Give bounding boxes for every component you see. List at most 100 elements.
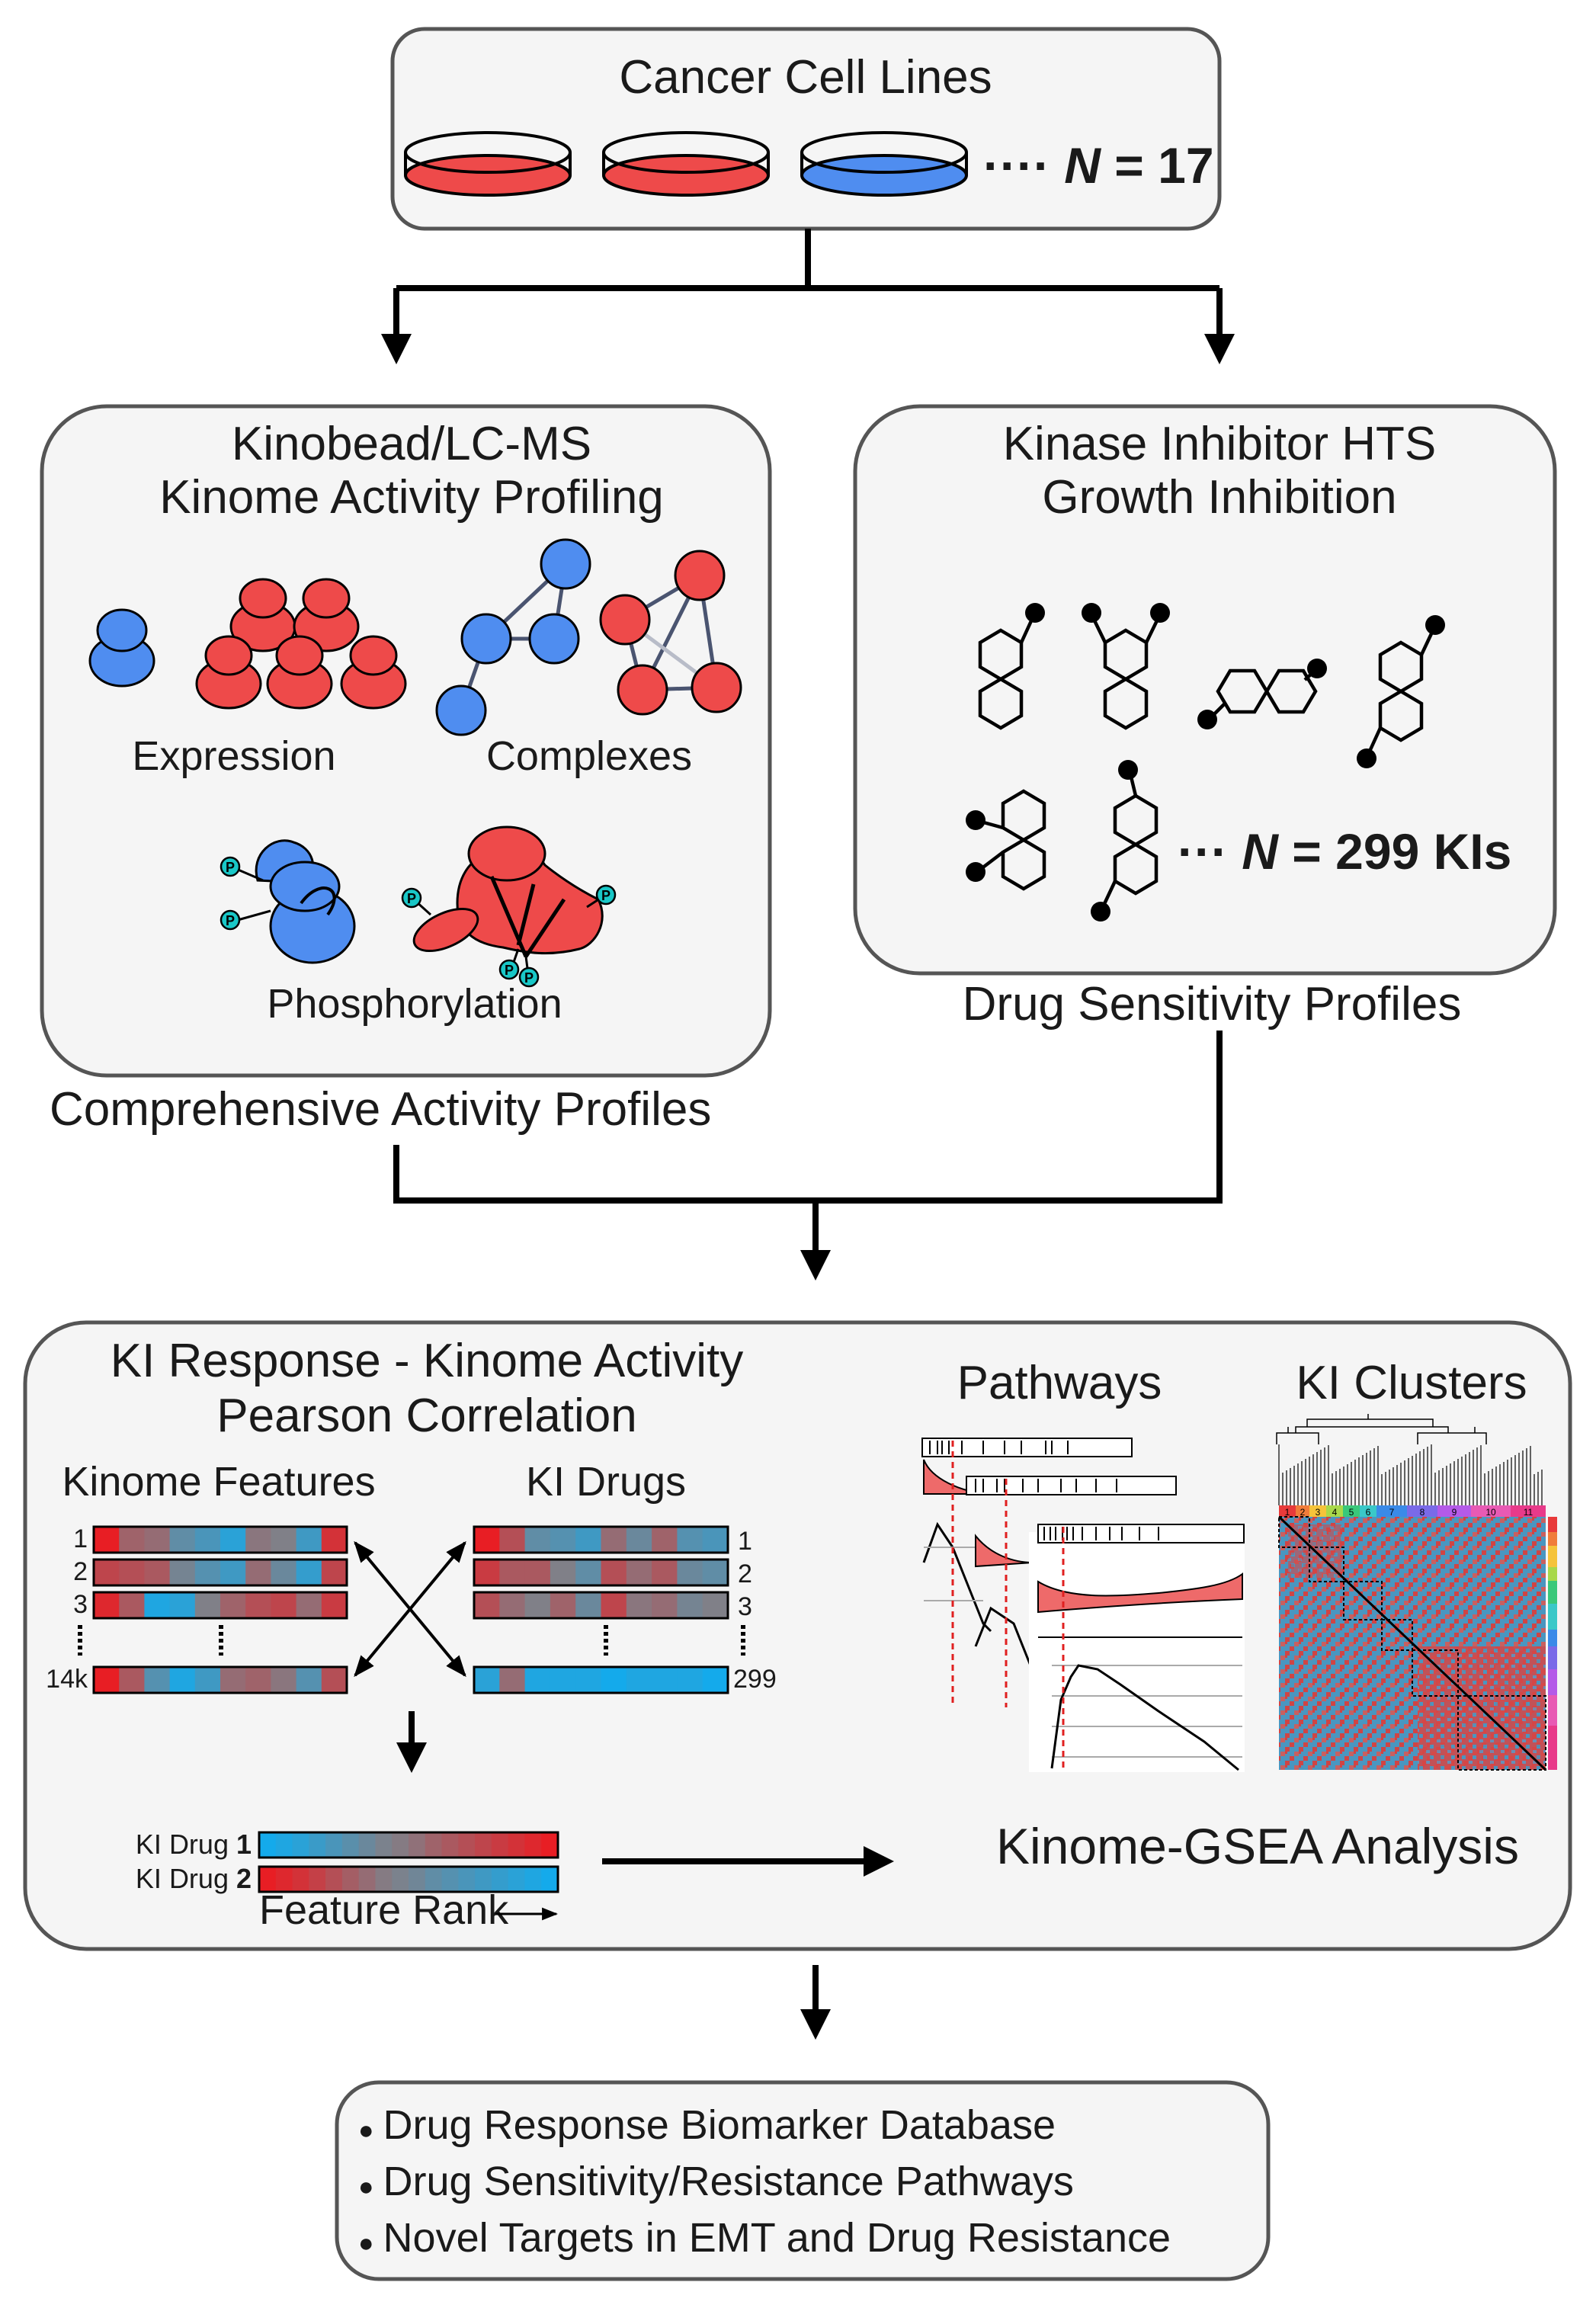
cluster-tick-1: 1 xyxy=(1285,1507,1290,1518)
phosphorylation-blue-protein-icon: P P xyxy=(220,839,356,964)
phosphorylation-label: Phosphorylation xyxy=(267,981,562,1027)
drug-row-3-cell-2 xyxy=(499,1592,526,1618)
side-band-1 xyxy=(1548,1517,1557,1532)
outcome-item-3: ●Novel Targets in EMT and Drug Resistanc… xyxy=(358,2215,1171,2261)
cluster-band-10 xyxy=(1471,1505,1511,1517)
drug-row-1-cell-4 xyxy=(550,1527,576,1553)
kinase-inhibitor-molecule-6-icon xyxy=(1091,760,1159,922)
complexes-label: Complexes xyxy=(486,733,692,779)
feature-row-2-cell-1 xyxy=(94,1559,120,1585)
gsea-analysis-label: Kinome-GSEA Analysis xyxy=(996,1818,1519,1874)
feature-row-1-cell-10 xyxy=(321,1527,348,1553)
feature-row-2-cell-6 xyxy=(220,1559,246,1585)
drug-row-2-cell-4 xyxy=(550,1559,576,1585)
feature-row-3-cell-3 xyxy=(144,1592,171,1618)
feature-row-14k-cell-1 xyxy=(94,1667,120,1693)
drug-row-2-cell-7 xyxy=(626,1559,652,1585)
svg-text:P: P xyxy=(407,891,416,906)
kinome-features-label: Kinome Features xyxy=(62,1459,375,1505)
drug-row-3-cell-9 xyxy=(677,1592,703,1618)
drug-row-2-cell-6 xyxy=(601,1559,627,1585)
drug-row-2-cell-9 xyxy=(677,1559,703,1585)
outcome-item-1: ●Drug Response Biomarker Database xyxy=(358,2102,1056,2148)
drug-row-3-cell-6 xyxy=(601,1592,627,1618)
rank-drug-1-cell-7 xyxy=(358,1832,377,1858)
correlation-panel: KI Response - Kinome Activity Pearson Co… xyxy=(23,1320,1572,1951)
rank-drug-1-cell-18 xyxy=(541,1832,559,1858)
cell-line-count: ···· N = 17 xyxy=(983,137,1214,194)
drug-row-299-cell-9 xyxy=(677,1667,703,1693)
side-band-2 xyxy=(1548,1532,1557,1546)
feature-row-label-14k: 14k xyxy=(46,1665,88,1694)
complexes-icon xyxy=(435,538,742,736)
cluster-band-2 xyxy=(1296,1505,1309,1517)
rank-drug-2-cell-14 xyxy=(475,1867,492,1892)
rank-bar-drug-2 xyxy=(258,1865,559,1893)
svg-text:P: P xyxy=(524,970,534,986)
feature-row-2-cell-4 xyxy=(169,1559,196,1585)
rank-drug-1-cell-8 xyxy=(375,1832,393,1858)
rank-bar-drug-1 xyxy=(258,1831,559,1859)
drug-row-299-cell-8 xyxy=(652,1667,678,1693)
rank-label-drug-1: KI Drug 1 xyxy=(136,1829,252,1860)
svg-text:P: P xyxy=(226,913,235,928)
feature-row-3-cell-5 xyxy=(194,1592,221,1618)
feature-row-1-cell-9 xyxy=(296,1527,322,1553)
ki-cluster-heatmap xyxy=(1277,1515,1547,1771)
side-band-10 xyxy=(1548,1695,1557,1726)
feature-row-14k-cell-8 xyxy=(271,1667,297,1693)
rank-drug-1-cell-15 xyxy=(491,1832,509,1858)
rank-drug-2-cell-13 xyxy=(458,1867,476,1892)
cell-lines-title: Cancer Cell Lines xyxy=(619,51,992,104)
hts-caption: Drug Sensitivity Profiles xyxy=(963,978,1462,1031)
side-band-7 xyxy=(1548,1630,1557,1646)
gsea-plot-2 xyxy=(966,1476,1177,1707)
rank-drug-2-cell-4 xyxy=(309,1867,326,1892)
drug-row-2-cell-5 xyxy=(575,1559,602,1585)
cluster-tick-5: 5 xyxy=(1349,1507,1354,1518)
feature-row-2-cell-10 xyxy=(321,1559,348,1585)
petri-dish-red-1-icon xyxy=(404,131,572,197)
expression-label: Expression xyxy=(132,733,335,779)
kinobead-caption: Comprehensive Activity Profiles xyxy=(50,1083,711,1136)
kinase-inhibitor-molecule-4-icon xyxy=(1357,615,1445,768)
feature-row-2-cell-7 xyxy=(245,1559,271,1585)
side-band-5 xyxy=(1548,1581,1557,1604)
cluster-band-8 xyxy=(1407,1505,1437,1517)
feature-row-3-cell-2 xyxy=(119,1592,145,1618)
drug-heatmap xyxy=(473,1525,729,1694)
ki-cluster-dendrogram xyxy=(1276,1414,1487,1444)
rank-drug-1-cell-17 xyxy=(524,1832,542,1858)
drug-row-299-cell-4 xyxy=(550,1667,576,1693)
drug-row-299-cell-6 xyxy=(601,1667,627,1693)
outcome-item-2: ●Drug Sensitivity/Resistance Pathways xyxy=(358,2159,1074,2204)
drug-row-3-cell-10 xyxy=(702,1592,729,1618)
drug-row-299-cell-3 xyxy=(524,1667,551,1693)
cluster-tick-3: 3 xyxy=(1316,1507,1321,1518)
feature-row-3-cell-8 xyxy=(271,1592,297,1618)
drug-row-label-2: 2 xyxy=(738,1559,752,1588)
drug-row-2 xyxy=(473,1558,729,1587)
cluster-band-5 xyxy=(1343,1505,1360,1517)
drug-row-299-cell-5 xyxy=(575,1667,602,1693)
cluster-band-3 xyxy=(1309,1505,1326,1517)
rank-drug-2-cell-15 xyxy=(491,1867,509,1892)
rank-drug-1-cell-6 xyxy=(341,1832,360,1858)
cluster-tick-9: 9 xyxy=(1452,1507,1457,1518)
feature-row-2-cell-5 xyxy=(194,1559,221,1585)
cluster-band-7 xyxy=(1376,1505,1407,1517)
drug-row-299-cell-7 xyxy=(626,1667,652,1693)
ki-clusters-label: KI Clusters xyxy=(1296,1357,1527,1409)
rank-drug-2-cell-11 xyxy=(425,1867,443,1892)
drug-row-2-cell-8 xyxy=(652,1559,678,1585)
rank-drug-1-cell-11 xyxy=(425,1832,443,1858)
side-band-6 xyxy=(1548,1604,1557,1630)
rank-drug-2-cell-6 xyxy=(341,1867,360,1892)
drug-row-1-cell-10 xyxy=(702,1527,729,1553)
rank-drug-2-cell-17 xyxy=(524,1867,542,1892)
feature-row-14k-cell-7 xyxy=(245,1667,271,1693)
feature-row-1-cell-6 xyxy=(220,1527,246,1553)
svg-text:P: P xyxy=(601,888,611,903)
drug-row-3 xyxy=(473,1591,729,1620)
feature-row-3-cell-6 xyxy=(220,1592,246,1618)
